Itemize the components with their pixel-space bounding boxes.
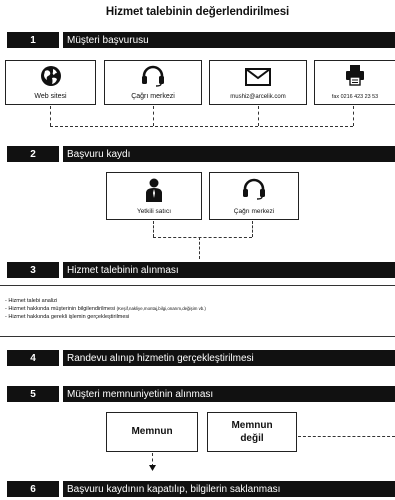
channel-fax-label: fax 0216 423 23 53 (331, 94, 379, 100)
channel-email: mushiz@arcelik.com (209, 60, 307, 105)
person-icon (146, 178, 162, 202)
outcome-satisfied: Memnun (106, 412, 198, 452)
outcome-not-satisfied-line1: Memnun (231, 420, 273, 431)
fax-icon (346, 65, 364, 86)
connector (353, 106, 354, 126)
registration-dealer-label: Yetkili satıcı (136, 208, 172, 215)
step-6-label: Başvuru kaydının kapatılıp, bilgilerin s… (63, 481, 395, 497)
headset-icon (142, 65, 164, 87)
notes-top-rule (0, 285, 395, 286)
note-inform-detail: (Keşif,nakliye,montaj,bilgi,onarım,değiş… (116, 306, 206, 312)
channel-web: Web sitesi (5, 60, 96, 105)
outcome-satisfied-label: Memnun (131, 426, 173, 437)
note-action: - Hizmet hakkında gerekli işlemin gerçek… (5, 314, 130, 321)
connector (199, 237, 200, 259)
step-4-label: Randevu alınıp hizmetin gerçekleştirilme… (63, 350, 395, 366)
step-1-number: 1 (7, 32, 59, 48)
connector (152, 453, 153, 467)
connector (153, 106, 154, 126)
note-inform-main: - Hizmet hakkında müşterinin bilgilendir… (5, 306, 116, 313)
channel-web-label: Web sitesi (34, 93, 67, 100)
step-2-label: Başvuru kaydı (63, 146, 395, 162)
arrow-down-icon (149, 465, 156, 471)
channel-email-label: mushiz@arcelik.com (230, 94, 286, 100)
connector (50, 106, 51, 126)
connector (153, 221, 154, 237)
outcome-not-satisfied: Memnun değil (207, 412, 297, 452)
registration-call-center: Çağrı merkezi (209, 172, 299, 220)
connector (50, 126, 353, 127)
step-3-label: Hizmet talebinin alınması (63, 262, 395, 278)
notes-bottom-rule (0, 336, 395, 337)
channel-call-center-label: Çağrı merkezi (131, 93, 175, 100)
step-6-number: 6 (7, 481, 59, 497)
step-1-label: Müşteri başvurusu (63, 32, 395, 48)
step-5-label: Müşteri memnuniyetinin alınması (63, 386, 395, 402)
step-2-number: 2 (7, 146, 59, 162)
registration-call-center-label: Çağrı merkezi (233, 208, 275, 215)
headset-icon (243, 178, 265, 200)
note-analysis: - Hizmet talebi analizi (5, 298, 58, 304)
outcome-not-satisfied-line2: değil (240, 433, 264, 444)
connector-loop-back (298, 436, 395, 437)
connector (153, 237, 252, 238)
step-4-number: 4 (7, 350, 59, 366)
step-3-number: 3 (7, 262, 59, 278)
connector (258, 106, 259, 126)
step-5-number: 5 (7, 386, 59, 402)
note-inform: - Hizmet hakkında müşterinin bilgilendir… (5, 305, 206, 313)
channel-call-center: Çağrı merkezi (104, 60, 202, 105)
registration-dealer: Yetkili satıcı (106, 172, 202, 220)
globe-icon (40, 66, 61, 86)
channel-fax: fax 0216 423 23 53 (314, 60, 395, 105)
connector (252, 221, 253, 237)
diagram-title: Hizmet talebinin değerlendirilmesi (105, 6, 290, 18)
notes-block: - Hizmet talebi analizi - Hizmet hakkınd… (5, 297, 206, 322)
envelope-icon (245, 68, 271, 86)
